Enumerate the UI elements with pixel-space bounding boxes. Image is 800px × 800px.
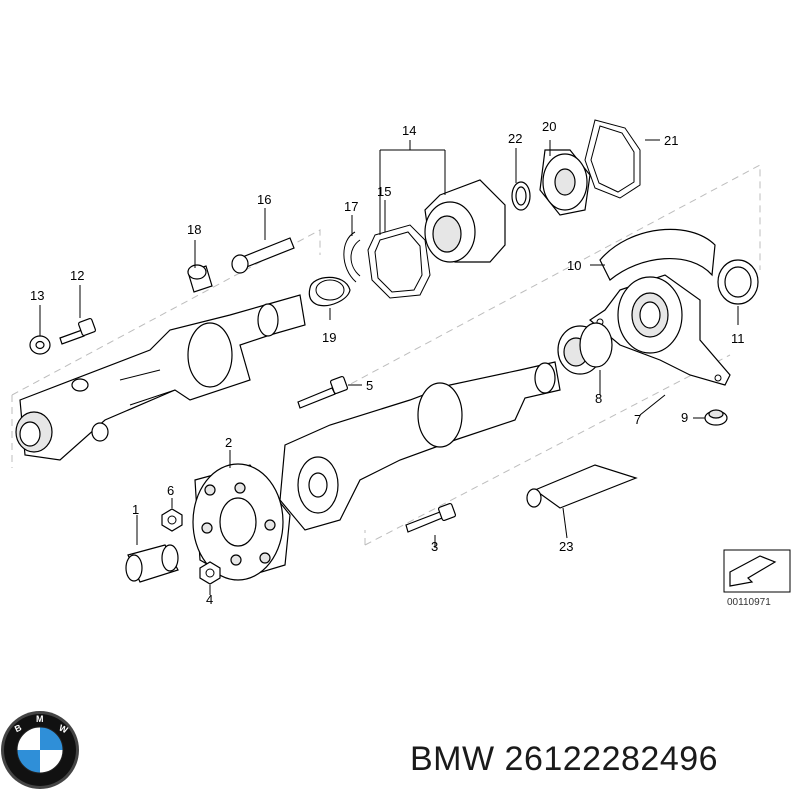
callout-16: 16 — [257, 192, 271, 207]
part-caption: BMW 26122282496 — [410, 740, 790, 790]
leader-lines — [39, 139, 739, 595]
callout-4: 4 — [206, 592, 213, 607]
callout-1: 1 — [132, 502, 139, 517]
part-1-sleeve — [125, 544, 179, 583]
part-21-lock-plate — [584, 119, 641, 199]
part-5-bolt — [297, 375, 349, 409]
callout-15: 15 — [377, 184, 391, 199]
part-6-nut — [161, 508, 183, 532]
part-16-bolt — [231, 237, 295, 274]
callout-14: 14 — [402, 123, 416, 138]
callout-7: 7 — [634, 412, 641, 427]
bmw-roundel-icon: B M W — [1, 711, 79, 789]
part-14-flange — [424, 179, 506, 263]
part-8-bearing — [557, 322, 613, 375]
part-23-grease-tube — [526, 464, 638, 509]
callout-23: 23 — [559, 539, 573, 554]
part-10-dust-cover — [599, 228, 716, 281]
part-19-clamp — [308, 276, 351, 307]
drawing-code: 00110971 — [727, 597, 771, 608]
part-17-circlip — [343, 231, 361, 283]
callout-13: 13 — [30, 288, 44, 303]
part-3-bolt — [405, 502, 457, 533]
callout-18: 18 — [187, 222, 201, 237]
callout-19: 19 — [322, 330, 336, 345]
part-12-bolt — [59, 317, 97, 345]
callout-21: 21 — [664, 133, 678, 148]
callout-8: 8 — [595, 391, 602, 406]
part-20-bearing-flange — [539, 149, 591, 216]
part-22-ring — [511, 181, 531, 211]
part-2-flex-disc — [192, 463, 291, 581]
part-7-center-bearing — [588, 274, 731, 386]
part-15-lock-plate — [367, 224, 431, 299]
callout-12: 12 — [70, 268, 84, 283]
callout-9: 9 — [681, 410, 688, 425]
rear-shaft-section — [279, 361, 561, 531]
part-number: 26122282496 — [504, 740, 719, 778]
drawing-reference: 00110971 — [723, 549, 791, 608]
callout-22: 22 — [508, 131, 522, 146]
callout-3: 3 — [431, 539, 438, 554]
part-11-seal — [717, 259, 759, 305]
part-4-nut — [199, 561, 221, 585]
svg-text:M: M — [36, 714, 44, 724]
callout-6: 6 — [167, 483, 174, 498]
callout-20: 20 — [542, 119, 556, 134]
part-18-bush — [187, 264, 213, 293]
callout-10: 10 — [567, 258, 581, 273]
assembly-outline — [11, 164, 761, 546]
callout-5: 5 — [366, 378, 373, 393]
callout-11: 11 — [731, 331, 745, 346]
callout-2: 2 — [225, 435, 232, 450]
brand-name: BMW — [410, 740, 495, 778]
callout-17: 17 — [344, 199, 358, 214]
svg-text:B: B — [13, 722, 24, 734]
front-shaft-section — [15, 294, 306, 461]
part-13-washer — [29, 335, 51, 355]
callout-labels: 1 2 3 4 5 6 7 8 9 10 11 12 13 14 15 16 1… — [30, 119, 745, 607]
part-9-nut — [704, 409, 728, 426]
